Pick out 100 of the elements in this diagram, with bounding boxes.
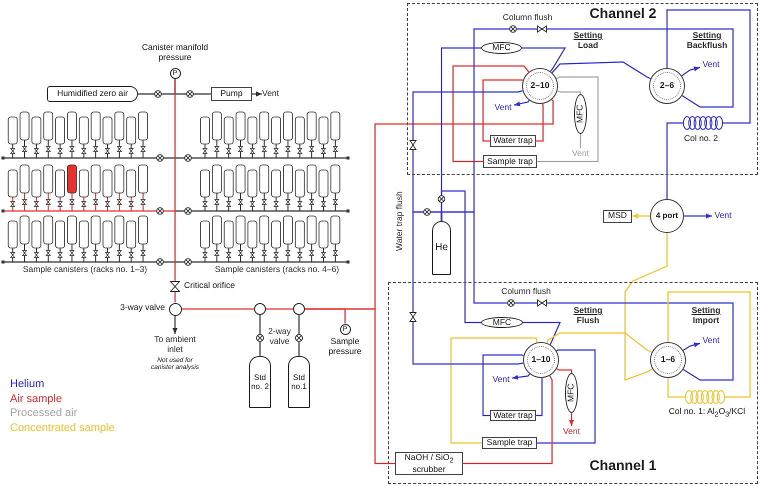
shutoff-valve-icon: [295, 334, 303, 342]
legend-entry: Helium: [10, 378, 46, 391]
pipe-line: [305, 308, 395, 464]
pipe-line: [482, 79, 524, 142]
mode-heading: Setting: [692, 31, 722, 41]
flow-arrow: [632, 214, 650, 218]
pipe-line: [666, 9, 751, 124]
flow-arrow: [512, 374, 530, 380]
pipe-line: [522, 47, 566, 72]
vent-label: Vent: [570, 148, 590, 159]
column-coil-icon: [685, 390, 725, 404]
mode-heading: Setting: [572, 31, 604, 41]
pipe-line: [537, 349, 596, 444]
gas-cylinder: Std no. 2: [249, 356, 271, 408]
detector-box: MSD: [603, 210, 632, 222]
gas-cylinder: He: [432, 221, 451, 275]
pipe-line: [580, 134, 582, 148]
rotary-valve: 2–6: [649, 68, 685, 104]
pipe-line: [523, 322, 561, 345]
vent-label: Vent: [262, 88, 286, 100]
flow-arrow: [172, 316, 178, 334]
flow-arrow: [569, 413, 574, 426]
rotary-valve: 2–10: [522, 68, 558, 104]
edge-label: Column flush: [500, 13, 554, 23]
trap-box: Sample trap: [482, 437, 537, 449]
pipe-line: [557, 90, 582, 94]
gas-supply-box: Humidified zero air: [47, 86, 138, 102]
channel-panel: [407, 3, 758, 175]
pipe-line: [552, 61, 651, 80]
rack-caption: Sample canisters (racks no. 4–6): [214, 265, 340, 276]
mode-name: Flush: [576, 316, 600, 326]
valve-circle: [168, 302, 182, 316]
column-caption: Col no. 2: [684, 134, 720, 145]
scrubber-box: NaOH / SiO$_{2}$ scrubber: [395, 452, 463, 475]
line-caption: Water trap flush: [395, 190, 405, 253]
flow-controller: MFC: [481, 317, 523, 328]
vent-label: Vent: [490, 374, 512, 385]
flow-arrow: [684, 214, 712, 218]
pipe-line: [298, 342, 300, 356]
pipe-line: [174, 292, 176, 302]
pipe-line: [624, 233, 668, 381]
mode-name: Import: [692, 316, 720, 326]
mode-heading: Setting: [572, 306, 604, 316]
vent-label: Vent: [492, 102, 514, 113]
vent-label: Vent: [712, 210, 734, 222]
pipe-line: [440, 190, 481, 324]
rotary-valve: 1–6: [650, 342, 686, 378]
legend-entry: Concentrated sample: [10, 422, 116, 434]
pipe-line: [182, 308, 254, 310]
gas-cylinder: Std no.1: [288, 356, 310, 408]
orifice-icon: [170, 281, 180, 292]
pipe-line: [298, 315, 300, 334]
mode-heading: Setting: [690, 306, 722, 316]
pump-box: Pump: [211, 87, 252, 101]
valve-caption: 2-way valve: [267, 327, 292, 348]
rotary-valve: 4 port: [650, 199, 684, 233]
valve-caption: Critical orifice: [184, 281, 236, 292]
valve-caption: 3-way valve: [119, 303, 165, 314]
rack-caption: Sample canisters (racks no. 1–3): [22, 265, 148, 276]
legend-entry: Processed air: [10, 407, 78, 420]
legend-entry: Air sample: [10, 392, 63, 406]
pipe-line: [667, 378, 685, 398]
valve-circle: [254, 303, 266, 315]
pipe-line: [450, 337, 538, 444]
flow-arrow: [252, 92, 262, 96]
pipe-line: [666, 122, 683, 199]
pipe-line: [452, 65, 530, 162]
pipe-line: [463, 375, 553, 464]
pipe-line: [482, 354, 524, 416]
edge-label: Column flush: [499, 287, 553, 297]
pipe-line: [546, 332, 652, 353]
pipe-line: [537, 76, 599, 162]
inlet-label: To ambient inlet: [148, 334, 202, 356]
flow-controller: MFC: [574, 94, 587, 134]
mode-name: Backflush: [686, 40, 728, 50]
pipe-line: [174, 78, 176, 281]
flow-controller: MFC: [565, 373, 578, 413]
column-caption: Col no. 1: Al$_{2}$O$_{3}$/KCl: [668, 407, 746, 419]
pipe-line: [266, 308, 293, 310]
pipe-line: [536, 104, 544, 142]
vent-label: Vent: [700, 59, 722, 70]
trap-box: Water trap: [490, 410, 536, 421]
rotary-valve: 1–10: [523, 342, 559, 378]
flow-arrow: [682, 342, 700, 351]
flow-arrow: [681, 66, 700, 76]
flow-arrow: [514, 100, 530, 106]
gauge-caption: Sample pressure: [327, 337, 363, 358]
trap-box: Sample trap: [483, 155, 537, 168]
pipe-line: [259, 342, 261, 356]
pipe-line: [259, 315, 261, 334]
vent-label: Vent: [562, 426, 582, 437]
column-coil-icon: [683, 116, 723, 130]
gauge-caption: Canister manifold pressure: [140, 43, 210, 64]
pipe-line: [536, 378, 543, 416]
pipe-line: [556, 368, 572, 373]
channel-panel: [388, 282, 758, 484]
panel-title: Channel 1: [588, 457, 658, 475]
mode-name: Load: [578, 40, 598, 50]
pipe-line: [412, 211, 524, 365]
trap-box: Water trap: [490, 135, 536, 147]
